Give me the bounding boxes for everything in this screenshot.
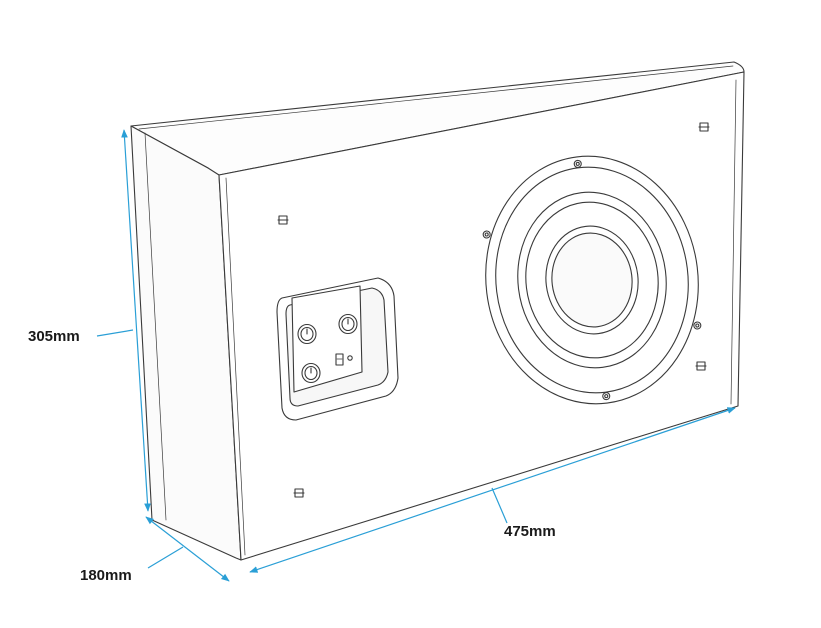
woofer-driver — [482, 155, 702, 405]
gain-knob-icon — [297, 323, 317, 345]
width-label-leader — [491, 487, 508, 524]
height-label: 305mm — [28, 328, 80, 345]
height-label-leader — [96, 329, 134, 337]
mount-bolt-icon — [293, 488, 305, 498]
led-icon — [347, 355, 353, 361]
switch-icon — [335, 353, 344, 366]
depth-dimension-line — [145, 516, 230, 582]
phase-knob-icon — [301, 362, 321, 384]
height-dimension-line — [121, 129, 151, 512]
control-panel — [276, 277, 399, 421]
crossover-knob-icon — [338, 313, 358, 335]
width-label: 475mm — [504, 523, 556, 540]
mount-bolt-icon — [695, 361, 707, 371]
mount-bolt-icon — [698, 122, 710, 132]
depth-label: 180mm — [80, 567, 132, 584]
depth-label-leader — [147, 546, 184, 569]
mount-bolt-icon — [277, 215, 289, 225]
